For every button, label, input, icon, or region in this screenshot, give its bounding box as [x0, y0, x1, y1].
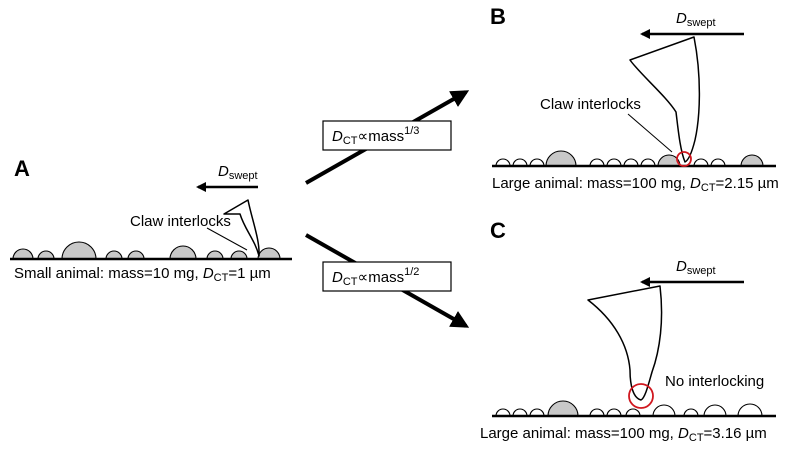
- panel-c: C Dswept No interlocking Large animal: m…: [480, 218, 776, 444]
- panel-b: B Dswept Claw interlocks Large animal: m…: [490, 4, 779, 194]
- scaling-box-upper: [322, 120, 452, 151]
- claw-label-b: Claw interlocks: [540, 96, 641, 113]
- asperity: [61, 241, 97, 260]
- swept-label-a: Dswept: [218, 163, 258, 182]
- panel-b-letter: B: [490, 4, 506, 29]
- surface-a: [10, 241, 292, 261]
- claw-label-c: No interlocking: [665, 373, 764, 390]
- claw-leader-b: [627, 113, 673, 153]
- asperity: [703, 404, 727, 417]
- surface-b: [492, 150, 776, 168]
- contact-circle-c: [628, 383, 654, 409]
- claw-leader-a: [206, 227, 248, 251]
- panel-a: A Dswept Claw interlocks Small animal: m…: [10, 156, 292, 284]
- panel-c-letter: C: [490, 218, 506, 243]
- swept-label-b: Dswept: [676, 10, 716, 29]
- contact-circle-b: [676, 151, 692, 167]
- asperity: [545, 150, 577, 167]
- asperity: [547, 400, 579, 417]
- caption-b: Large animal: mass=100 mg, DCT=2.15 µm: [492, 175, 779, 194]
- claw-label-a: Claw interlocks: [130, 213, 231, 230]
- asperity: [169, 245, 197, 260]
- scaling-label-upper: DCT∝mass1/3: [332, 125, 419, 147]
- scaling-box-lower: [322, 261, 452, 292]
- claw-b: [629, 36, 701, 163]
- asperity: [12, 248, 34, 260]
- asperity: [257, 247, 281, 260]
- surface-c: [492, 400, 776, 418]
- asperity: [652, 404, 676, 417]
- panel-a-letter: A: [14, 156, 30, 181]
- caption-c: Large animal: mass=100 mg, DCT=3.16 µm: [480, 425, 767, 444]
- asperity: [740, 154, 764, 167]
- scaling-arrows: DCT∝mass1/3 DCT∝mass1/2: [305, 90, 470, 328]
- swept-label-c: Dswept: [676, 258, 716, 277]
- asperity: [737, 403, 763, 417]
- claw-a: [223, 199, 260, 257]
- claw-c: [587, 285, 663, 401]
- scaling-label-lower: DCT∝mass1/2: [332, 266, 419, 288]
- caption-a: Small animal: mass=10 mg, DCT=1 µm: [14, 265, 271, 284]
